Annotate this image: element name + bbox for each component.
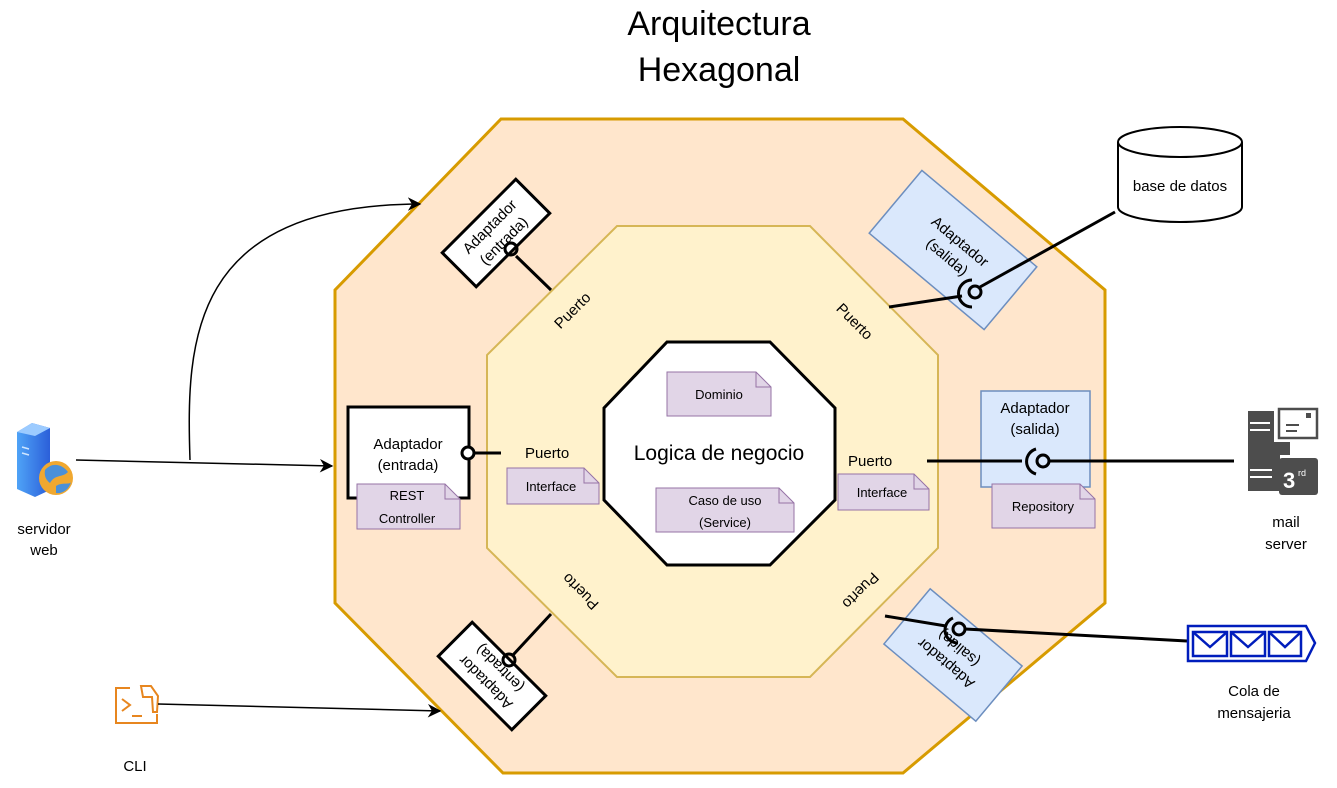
usecase-note-line1: Caso de uso [689,493,762,508]
db-adapter-to-db-line [979,210,1116,289]
input-adapter-left-label2: (entrada) [378,457,439,474]
provided-interface-icon [967,284,983,300]
database-icon[interactable]: base de datos [1117,126,1243,223]
business-logic-label: Logica de negocio [634,442,804,465]
usecase-note-line2: (Service) [699,515,751,530]
output-adapter-right[interactable]: Adaptador (salida) [980,390,1091,488]
database-label: base de datos [1133,178,1227,195]
rest-controller-line1: REST [390,488,425,503]
output-adapter-right-label2: (salida) [1010,421,1059,438]
domain-note[interactable]: Dominio [666,371,772,417]
required-interface-icon [943,616,959,645]
port-left-interface-label: Interface [526,479,577,494]
web-server-icon[interactable] [17,423,73,497]
repository-note[interactable]: Repository [991,483,1096,529]
input-adapter-left-label1: Adaptador [373,436,442,453]
mail-server-badge: 3 [1283,468,1295,493]
required-interface-icon [1025,447,1037,476]
message-queue-label-line1: Cola de [1228,683,1280,700]
cli-label: CLI [123,758,146,775]
repository-note-label: Repository [1012,499,1075,514]
provided-interface-icon [460,445,476,461]
diagram-title-line2: Hexagonal [638,51,801,89]
domain-note-label: Dominio [695,387,743,402]
cli-to-adapter-arrow [157,703,442,718]
port-to-queue-adapter-line [884,614,947,628]
port-left-label: Puerto [525,445,569,462]
port-left-interface-note[interactable]: Interface [506,467,600,505]
web-server-label-line1: servidor [17,521,70,538]
mail-server-icon[interactable]: 3 rd [1248,407,1319,495]
provided-interface-icon [1035,453,1051,469]
mail-server-label-line2: server [1265,536,1307,553]
web-server-to-top-adapter-arrow [188,197,422,461]
web-server-to-adapter-arrow [75,458,334,473]
provided-interface-icon [501,652,517,668]
input-adapter-left[interactable]: Adaptador (entrada) [346,405,471,500]
input-adapter-top-left-connector [514,254,553,292]
rest-controller-note[interactable]: REST Controller [356,483,461,530]
queue-adapter-to-queue-line [964,627,1188,643]
web-server-label-line2: web [29,542,58,559]
port-right-interface-label: Interface [857,485,908,500]
provided-interface-icon [503,241,519,257]
cli-icon[interactable] [115,685,160,724]
port-right-interface-note[interactable]: Interface [837,473,930,511]
provided-interface-icon [951,621,967,637]
port-to-db-adapter-line [888,294,963,309]
required-interface-icon [957,278,973,309]
rest-controller-line2: Controller [379,511,436,526]
input-adapter-top-left[interactable]: Adaptador (entrada) [440,177,552,289]
output-adapter-right-label1: Adaptador [1000,400,1069,417]
output-adapter-top-right[interactable]: Adaptador (salida) [868,169,1038,331]
port-right-label: Puerto [848,453,892,470]
mail-server-label-line1: mail [1272,514,1300,531]
usecase-note[interactable]: Caso de uso (Service) [655,487,795,533]
message-queue-icon[interactable] [1186,624,1317,663]
message-queue-label-line2: mensajeria [1217,705,1291,722]
diagram-title-line1: Arquitectura [627,5,810,43]
mail-server-badge-sup: rd [1298,468,1306,478]
input-adapter-bottom-left-connector [511,612,553,657]
